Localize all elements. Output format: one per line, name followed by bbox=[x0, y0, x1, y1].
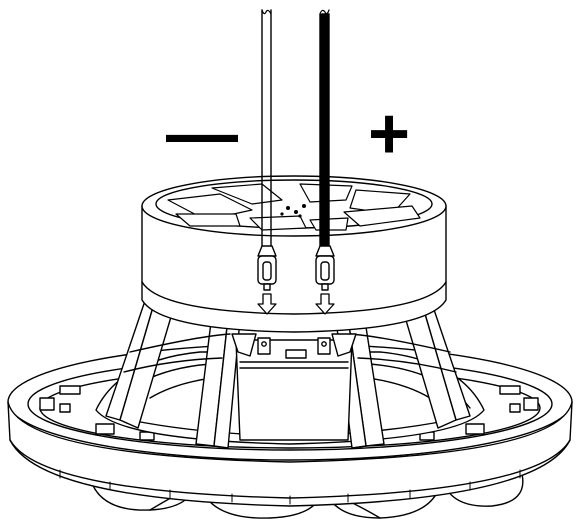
terminal-block bbox=[231, 333, 357, 441]
negative-connector-icon bbox=[257, 245, 277, 291]
down-arrow-icon-negative bbox=[257, 293, 277, 315]
negative-polarity-label: — bbox=[166, 94, 238, 174]
speaker-terminal-negative bbox=[257, 337, 271, 355]
speaker-terminal-positive bbox=[317, 337, 331, 355]
vent-fins bbox=[167, 183, 421, 231]
magnet-cylinder bbox=[141, 205, 447, 333]
positive-polarity-label: + bbox=[368, 94, 411, 174]
center-cap-dots bbox=[280, 204, 306, 218]
negative-wire bbox=[261, 9, 272, 247]
down-arrow-icon-positive bbox=[315, 293, 335, 315]
positive-wire bbox=[319, 9, 330, 247]
magnet-assembly bbox=[141, 175, 447, 333]
basket-frame bbox=[105, 285, 471, 449]
flange-notches bbox=[59, 469, 521, 505]
positive-connector-icon bbox=[315, 245, 335, 291]
